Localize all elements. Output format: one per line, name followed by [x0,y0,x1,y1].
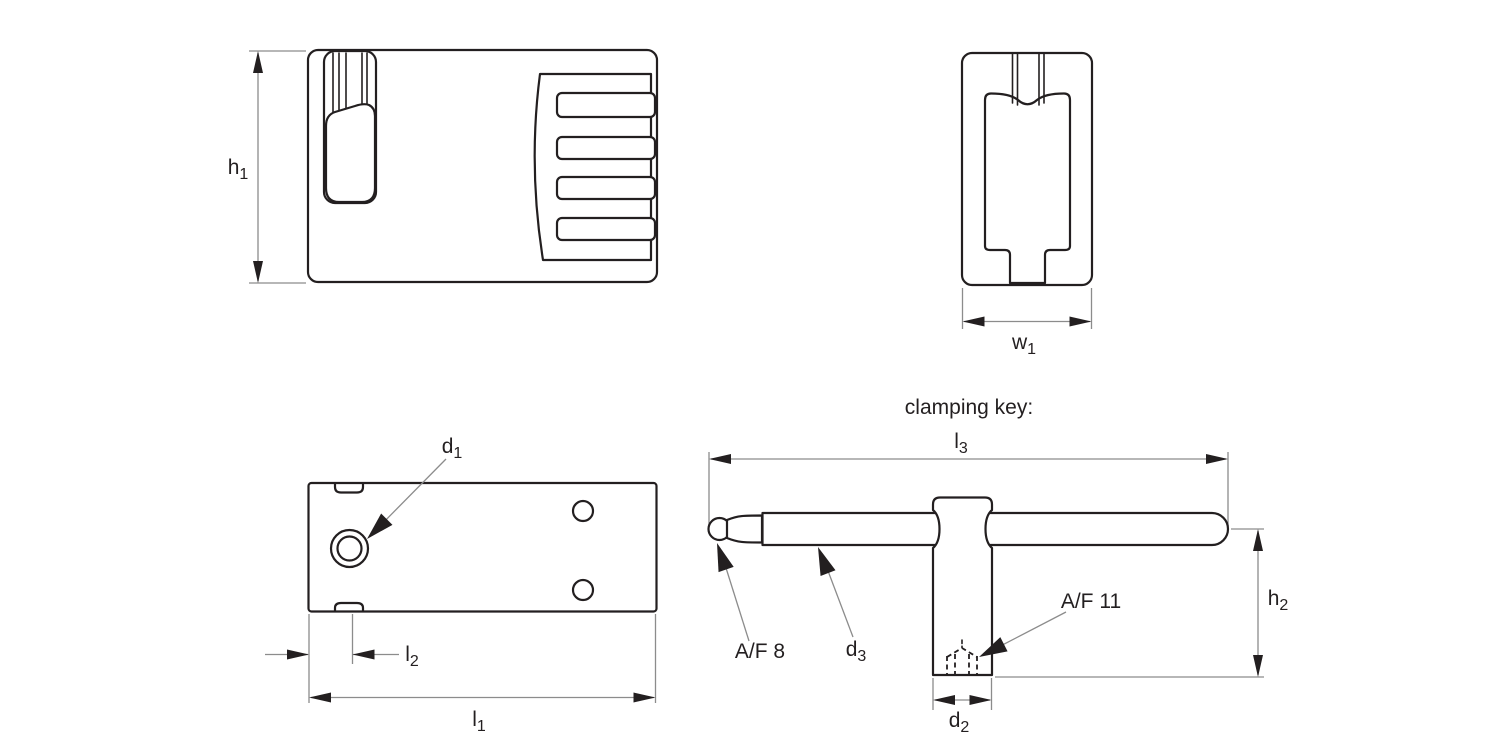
l1-label: l1 [472,708,486,735]
top-view-hole-lower [571,578,595,602]
af8-arrowhead [709,540,734,573]
h1-dimension: h1 [228,50,306,284]
w1-dimension: w1 [961,288,1093,358]
h2-label: h2 [1268,587,1289,614]
h2-dimension: h2 [995,528,1289,678]
end-view-screw-lines [1011,53,1045,106]
l2-arrow-right [287,649,309,660]
d2-arrow-left [933,695,955,705]
top-view-hole-d1 [336,535,363,562]
d2-dimension: d2 [932,678,993,736]
clamping-key-view: clamping key: l3 [707,396,1289,736]
side-view-screw-lines [332,52,368,117]
side-view: h1 [228,48,659,284]
side-view-clamp-wedge [324,103,377,204]
end-view-body-outline [960,51,1094,287]
side-view-grip-block [533,72,653,262]
w1-label: w1 [1011,331,1036,358]
key-hex-socket-hidden [946,639,978,674]
d3-leader: d3 [810,544,867,665]
h1-label: h1 [228,156,249,183]
l1-dimension: l1 [309,614,657,735]
l1-arrow-left [309,692,331,703]
w1-arrow-right [1069,316,1092,327]
l2-arrow-left [352,649,375,660]
h1-arrow-down [253,261,263,283]
d1-label: d1 [442,435,463,462]
l2-dimension: l2 [265,614,419,703]
clamping-key-title: clamping key: [905,396,1033,419]
top-view-notch-lower [333,601,365,612]
top-view-body-outline [307,481,658,613]
key-neck [725,514,764,544]
top-view-counterbore-circle [329,528,370,569]
l3-arrow-right [1206,454,1228,464]
l1-arrow-right [633,692,656,703]
top-view-hole-upper [571,499,595,523]
af11-leader: A/F 11 [975,590,1121,665]
w1-arrow-left [962,316,985,327]
d1-leader: d1 [361,435,462,545]
l3-arrow-left [709,454,731,464]
af8-label: A/F 8 [735,640,785,663]
end-view-t-slot-cavity [983,92,1072,285]
d3-label: d3 [846,638,867,665]
end-view: w1 [960,51,1094,358]
af8-leader: A/F 8 [709,540,785,663]
key-center-boss [931,496,994,677]
h2-arrow-up [1253,529,1263,551]
l2-label: l2 [405,643,419,670]
side-view-grip-slots [555,91,657,242]
d2-label: d2 [949,709,970,736]
key-rod [761,511,1230,547]
top-view: d1 l2 l1 [265,435,658,735]
h2-arrow-down [1253,655,1263,677]
af11-label: A/F 11 [1061,590,1121,613]
l3-label: l3 [954,430,968,457]
l3-dimension: l3 [708,430,1229,533]
d2-arrow-right [969,695,992,705]
h1-arrow-up [253,51,263,73]
top-view-notch-upper [333,482,365,494]
d3-arrowhead [810,544,836,577]
